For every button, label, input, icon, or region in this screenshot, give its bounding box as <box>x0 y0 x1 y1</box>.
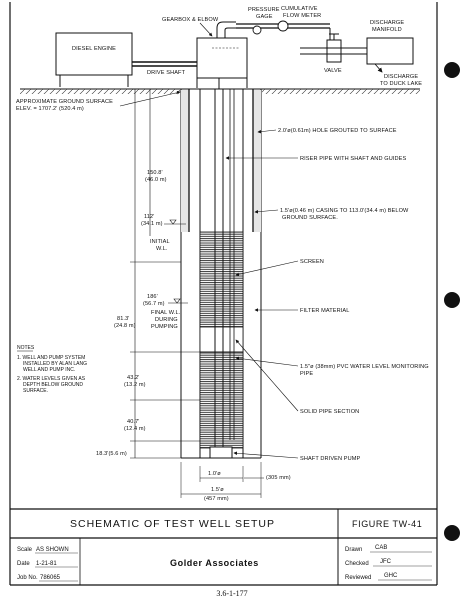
screen-callout: SCREEN <box>300 259 324 265</box>
page-number: 3.6-1-177 <box>216 589 247 598</box>
checked-value: JFC <box>380 559 392 565</box>
job-value: 786065 <box>40 575 61 581</box>
flow-meter-label-2: FLOW METER <box>283 13 321 19</box>
discharge-to-label-1: DISCHARGE <box>384 74 418 80</box>
inner-diameter-label: 1.0'ø <box>208 471 221 477</box>
pvc-callout-2: PIPE <box>300 371 313 377</box>
depth-150-label: 150.8' <box>147 170 163 176</box>
gearbox-label: GEARBOX & ELBOW <box>162 17 219 23</box>
pressure-gage-label-1: PRESSURE <box>248 7 280 13</box>
date-value: 1-21-81 <box>36 561 57 567</box>
pressure-gage <box>252 25 262 35</box>
initial-wl-label-2: W.L. <box>156 246 168 252</box>
depth-150-m-label: (46.0 m) <box>145 177 167 183</box>
depth-81-label: 81.3' <box>117 316 129 322</box>
screen-lower <box>199 351 244 449</box>
ground-surface-label-1: APPROXIMATE GROUND SURFACE <box>16 99 113 105</box>
sheet-border <box>9 2 438 586</box>
depth-43-m-label: (13.2 m) <box>124 382 146 388</box>
depth-40-label: 40.7' <box>127 419 139 425</box>
depth-40-m-label: (12.4 m) <box>124 426 146 432</box>
depth-18-label: 18.3'(5.6 m) <box>96 451 127 457</box>
figure-number: FIGURE TW-41 <box>352 519 422 529</box>
flow-meter <box>277 20 289 32</box>
callouts: 2.0'ø(0.61m) HOLE GROUTED TO SURFACE RIS… <box>225 128 429 462</box>
flow-meter-label-1: CUMULATIVE <box>281 6 318 12</box>
casing-callout-2: GROUND SURFACE. <box>282 215 338 221</box>
reviewed-value: GHC <box>384 573 398 579</box>
depth-43-label: 43.2' <box>127 375 139 381</box>
valve-body <box>326 39 342 63</box>
diesel-engine-label: DIESEL ENGINE <box>72 46 116 52</box>
final-wl-label-3: PUMPING <box>151 324 178 330</box>
discharge-manifold-label-2: MANIFOLD <box>372 27 402 33</box>
depth-186-label: 186' <box>147 294 158 300</box>
discharge-to-label-2: TO DUCK LAKE <box>380 81 422 87</box>
solid-pipe-section <box>199 326 244 353</box>
drawn-label: Drawn <box>345 547 362 553</box>
drive-shaft-label: DRIVE SHAFT <box>147 70 186 76</box>
depth-112-label: 112' <box>144 214 154 220</box>
solid-pipe-callout: SOLID PIPE SECTION <box>300 409 359 415</box>
date-label: Date <box>17 561 30 567</box>
well <box>180 78 262 459</box>
job-label: Job No. <box>17 575 38 581</box>
note-1-line-1: 1. WELL AND PUMP SYSTEM <box>17 355 85 361</box>
note-2-line-1: 2. WATER LEVELS GIVEN AS <box>17 376 86 382</box>
outer-diameter-mm-label: (457 mm) <box>204 496 229 502</box>
drawing-title: SCHEMATIC OF TEST WELL SETUP <box>70 518 275 530</box>
diesel-engine-box <box>55 32 133 76</box>
pump-callout: SHAFT DRIVEN PUMP <box>300 456 361 462</box>
depth-81-m-label: (24.8 m) <box>114 323 136 329</box>
checked-label: Checked <box>345 561 369 567</box>
ground-surface-label-2: ELEV. = 1707.2' (520.4 m) <box>16 106 84 112</box>
outer-diameter-label: 1.5'ø <box>211 487 224 493</box>
depth-186-m-label: (56.7 m) <box>143 301 165 307</box>
inner-diameter-mm-label: (305 mm) <box>266 475 291 481</box>
notes-heading: NOTES <box>17 345 35 351</box>
initial-wl-label-1: INITIAL <box>150 239 170 245</box>
depth-112-m-label: (34.1 m) <box>141 221 163 227</box>
hole-callout: 2.0'ø(0.61m) HOLE GROUTED TO SURFACE <box>278 128 397 134</box>
pressure-gage-label-2: GAGE <box>256 14 273 20</box>
drawn-value: CAB <box>375 545 387 551</box>
shaft-driven-pump <box>209 446 233 459</box>
note-1-line-2: INSTALLED BY ALAN LANG <box>23 361 87 367</box>
valve-label: VALVE <box>324 68 342 74</box>
bottom-dimensions: 1.0'ø (305 mm) 1.5'ø (457 mm) <box>180 462 291 502</box>
note-2-line-3: SURFACE. <box>23 388 48 394</box>
note-2-line-2: DEPTH BELOW GROUND <box>23 382 83 388</box>
discharge-manifold-box <box>366 37 414 65</box>
final-wl-label-2: DURING <box>155 317 178 323</box>
final-wl-label-1: FINAL W.L. <box>151 310 181 316</box>
binder-holes <box>444 62 460 541</box>
discharge-manifold-label-1: DISCHARGE <box>370 20 404 26</box>
filter-callout: FILTER MATERIAL <box>300 308 349 314</box>
scale-label: Scale <box>17 547 33 553</box>
screen-upper <box>199 231 244 328</box>
ground-surface: APPROXIMATE GROUND SURFACE ELEV. = 1707.… <box>16 88 420 112</box>
surface-equipment: DIESEL ENGINE DRIVE SHAFT GEARBOX & ELBO… <box>55 6 422 88</box>
notes: NOTES 1. WELL AND PUMP SYSTEM INSTALLED … <box>17 345 87 394</box>
note-1-line-3: WELL AND PUMP INC. <box>23 367 75 373</box>
gearbox-box <box>196 37 248 79</box>
scale-value: AS SHOWN <box>36 547 69 553</box>
reviewed-label: Reviewed <box>345 575 371 581</box>
depth-dimensions: 150.8' (46.0 m) 112' (34.1 m) INITIAL W.… <box>96 88 200 459</box>
pvc-callout-1: 1.5"ø (38mm) PVC WATER LEVEL MONITORING <box>300 364 429 370</box>
company-name: Golder Associates <box>170 558 259 568</box>
title-block: SCHEMATIC OF TEST WELL SETUP FIGURE TW-4… <box>10 508 437 585</box>
casing-callout-1: 1.5'ø(0.46 m) CASING TO 113.0'(34.4 m) B… <box>280 208 409 214</box>
riser-callout: RISER PIPE WITH SHAFT AND GUIDES <box>300 156 406 162</box>
